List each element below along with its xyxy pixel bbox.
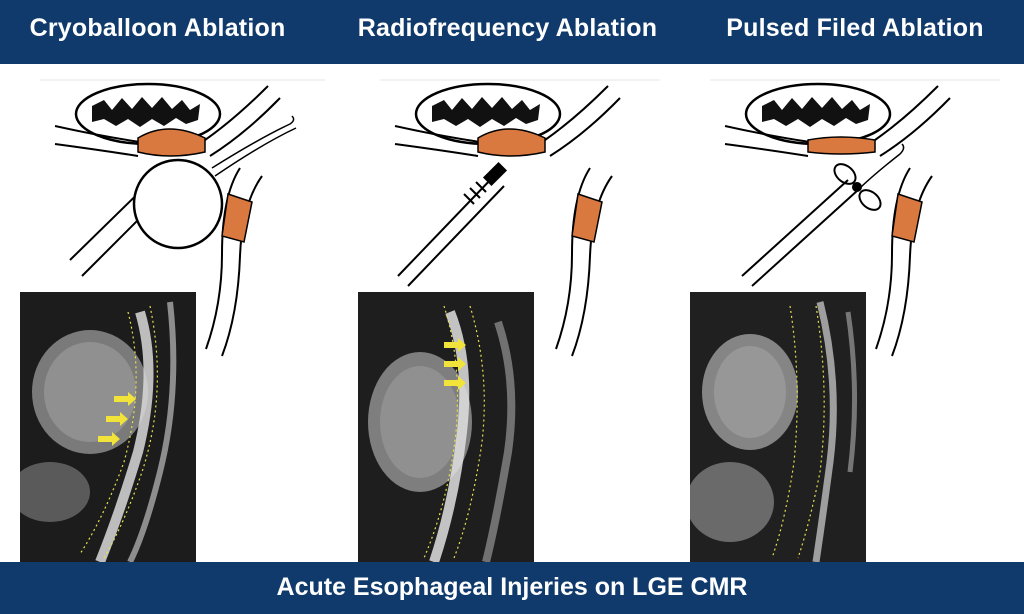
lesion-esophageal xyxy=(221,193,253,243)
lesion-atrial xyxy=(137,128,206,157)
radiofrequency-panel xyxy=(380,79,660,357)
lesion-atrial xyxy=(477,128,546,157)
atrial-wall-tissue xyxy=(92,97,200,127)
pfa-catheter-icon xyxy=(741,143,905,287)
cryoballoon-title: Cryoballoon Ablation xyxy=(29,14,286,42)
radiofrequency-title: Radiofrequency Ablation xyxy=(357,14,658,42)
yellow-arrow-icon xyxy=(98,392,136,446)
cryoballoon-icon xyxy=(132,158,224,250)
atrial-wall-tissue xyxy=(432,97,540,127)
lesion-esophageal xyxy=(891,193,923,243)
footer-title: Acute Esophageal Injeries on LGE CMR xyxy=(276,573,748,601)
atrial-wall-tissue xyxy=(762,97,870,127)
pulsed-field-title: Pulsed Filed Ablation xyxy=(726,14,984,42)
lesion-atrial xyxy=(807,136,876,155)
mri-image-pulsed-field xyxy=(690,292,866,562)
yellow-arrow-icon xyxy=(444,338,466,390)
ablation-diagrams xyxy=(40,79,1000,357)
mri-image-cryoballoon xyxy=(20,292,196,562)
top-banner: Cryoballoon Ablation Radiofrequency Abla… xyxy=(0,0,1024,64)
cryoballoon-panel xyxy=(40,79,325,357)
bottom-banner: Acute Esophageal Injeries on LGE CMR xyxy=(0,562,1024,614)
mri-image-radiofrequency xyxy=(358,292,534,562)
lesion-esophageal xyxy=(571,193,603,243)
pulsed-field-panel xyxy=(710,79,1000,357)
rf-catheter-icon xyxy=(397,161,508,287)
